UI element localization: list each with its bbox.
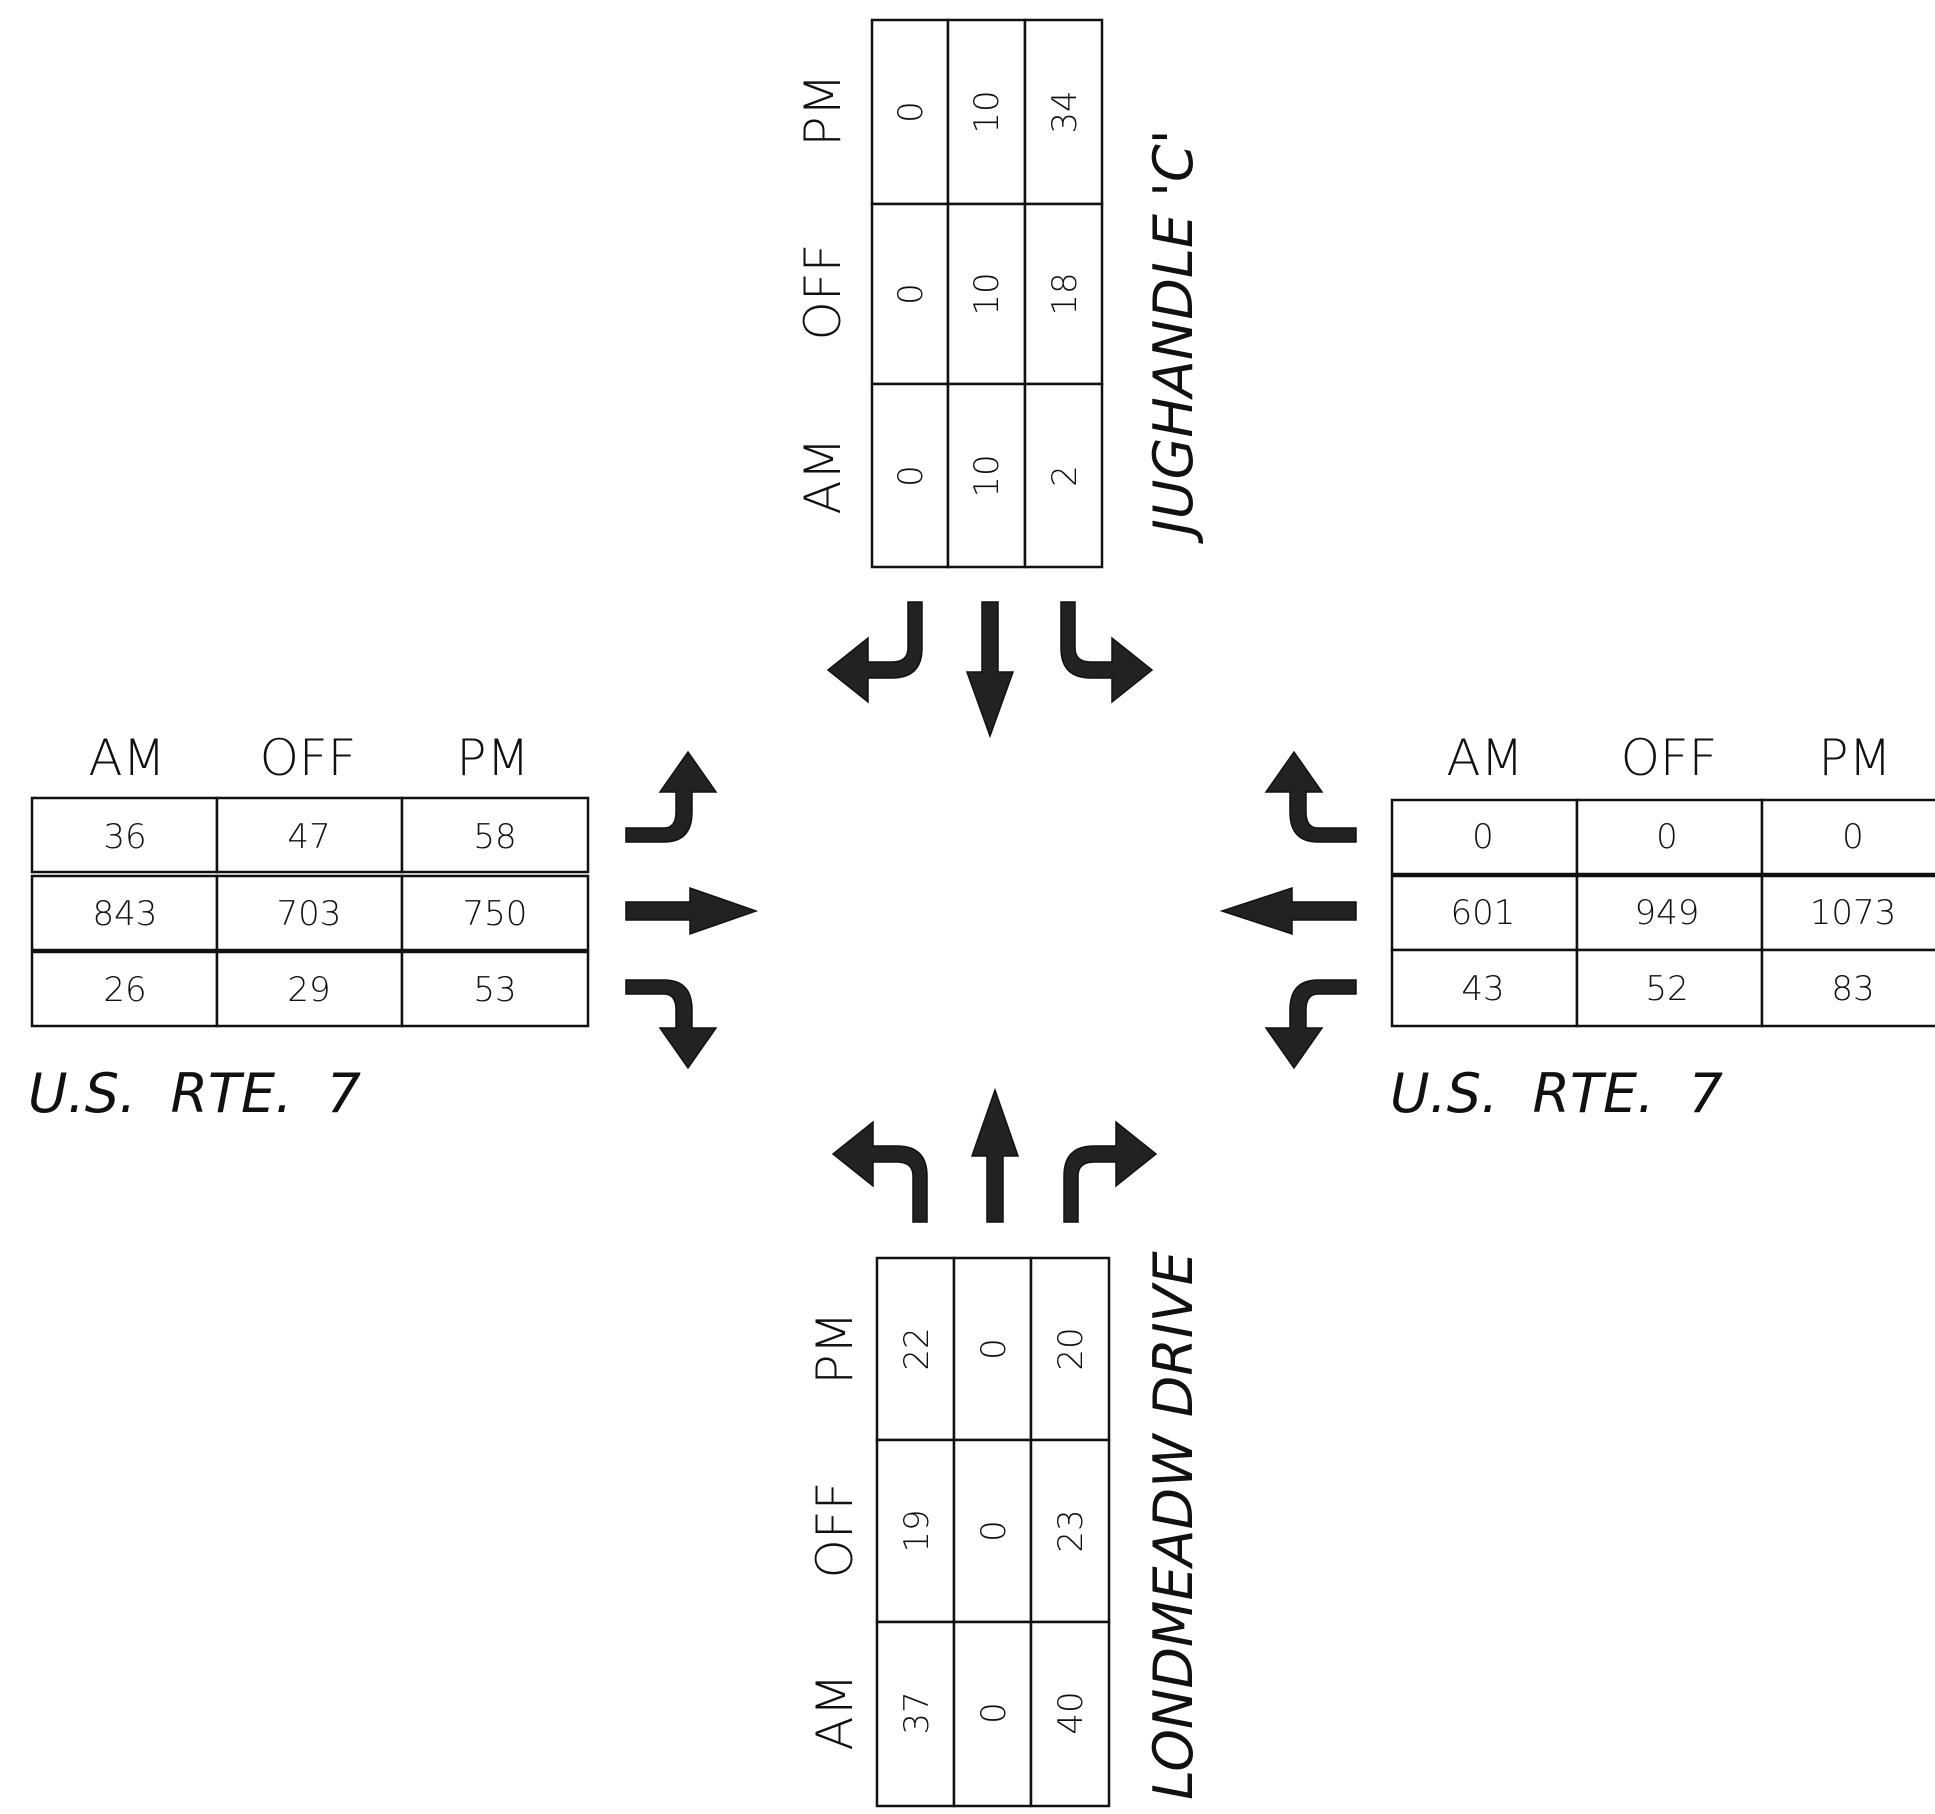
east-uturn-arrow-icon [1264, 750, 1357, 843]
north-header-off: OFF [794, 244, 852, 341]
west-left-am: 36 [103, 817, 146, 857]
west-through-pm: 750 [463, 894, 528, 934]
east-uturn-off: 0 [1656, 817, 1678, 857]
south-header-am: AM [806, 1673, 864, 1750]
north-header-pm: PM [794, 73, 852, 146]
north-through-arrow-icon [965, 601, 1015, 739]
south-through-am: 0 [974, 1702, 1014, 1724]
south-road-label: LONDMEADW DRIVE [1142, 1250, 1205, 1800]
west-through-off: 703 [277, 894, 342, 934]
west-right-am: 26 [103, 970, 146, 1010]
south-approach: PM OFF AM 22 19 37 0 0 0 20 23 40 LONDME… [806, 1250, 1205, 1808]
north-right-pm: 0 [891, 101, 931, 123]
east-header-off: OFF [1621, 729, 1718, 787]
north-through-am: 10 [967, 454, 1007, 497]
east-uturn-am: 0 [1472, 817, 1494, 857]
west-approach: AM OFF PM 36 47 58 843 703 750 26 29 53 … [28, 729, 590, 1125]
south-header-pm: PM [806, 1311, 864, 1384]
south-header-off: OFF [806, 1482, 864, 1579]
north-left-pm: 34 [1045, 90, 1085, 133]
north-through-off: 10 [967, 272, 1007, 315]
west-through-arrow-icon [625, 886, 759, 936]
west-left-off: 47 [287, 817, 330, 857]
east-left-pm: 83 [1831, 969, 1874, 1009]
west-right-arrow-icon [625, 979, 718, 1070]
north-through-pm: 10 [967, 90, 1007, 133]
north-header-am: AM [794, 437, 852, 514]
north-right-arrow-icon [1060, 601, 1154, 704]
south-right-am: 40 [1051, 1691, 1091, 1734]
west-left-pm: 58 [473, 817, 516, 857]
east-through-arrow-icon [1219, 886, 1357, 936]
north-right-off: 0 [891, 283, 931, 305]
east-through-am: 601 [1451, 893, 1516, 933]
west-header-off: OFF [260, 729, 357, 787]
north-left-off: 18 [1045, 272, 1085, 315]
west-through-am: 843 [93, 894, 158, 934]
south-left-am: 37 [897, 1691, 937, 1734]
west-header-am: AM [88, 729, 165, 787]
south-left-off: 19 [897, 1509, 937, 1552]
west-right-off: 29 [287, 970, 330, 1010]
south-left-pm: 22 [897, 1327, 937, 1370]
west-left-arrow-icon [625, 750, 718, 843]
north-left-am: 2 [1045, 465, 1085, 487]
south-right-arrow-icon [1063, 1120, 1158, 1223]
south-through-arrow-icon [970, 1087, 1020, 1223]
south-through-pm: 0 [974, 1338, 1014, 1360]
east-through-pm: 1073 [1810, 893, 1897, 933]
west-right-pm: 53 [473, 970, 516, 1010]
east-approach: AM OFF PM 0 0 0 601 949 1073 43 52 83 U.… [1390, 729, 1935, 1125]
west-header-pm: PM [456, 729, 529, 787]
west-road-label: U.S. RTE. 7 [28, 1062, 361, 1125]
east-left-arrow-icon [1264, 979, 1357, 1070]
north-right-am: 0 [891, 465, 931, 487]
east-header-am: AM [1446, 729, 1523, 787]
east-left-off: 52 [1645, 969, 1688, 1009]
east-header-pm: PM [1818, 729, 1891, 787]
east-uturn-pm: 0 [1842, 817, 1864, 857]
north-approach: PM OFF AM 0 0 0 10 10 10 34 18 2 JUGHAND… [794, 18, 1205, 569]
east-left-am: 43 [1461, 969, 1504, 1009]
south-left-arrow-icon [831, 1120, 928, 1223]
east-through-off: 949 [1635, 893, 1700, 933]
east-road-label: U.S. RTE. 7 [1390, 1062, 1723, 1125]
north-road-label: JUGHANDLE 'C' [1142, 129, 1205, 544]
south-through-off: 0 [974, 1520, 1014, 1542]
south-right-pm: 20 [1051, 1327, 1091, 1370]
north-left-arrow-icon [826, 601, 923, 704]
south-right-off: 23 [1051, 1509, 1091, 1552]
